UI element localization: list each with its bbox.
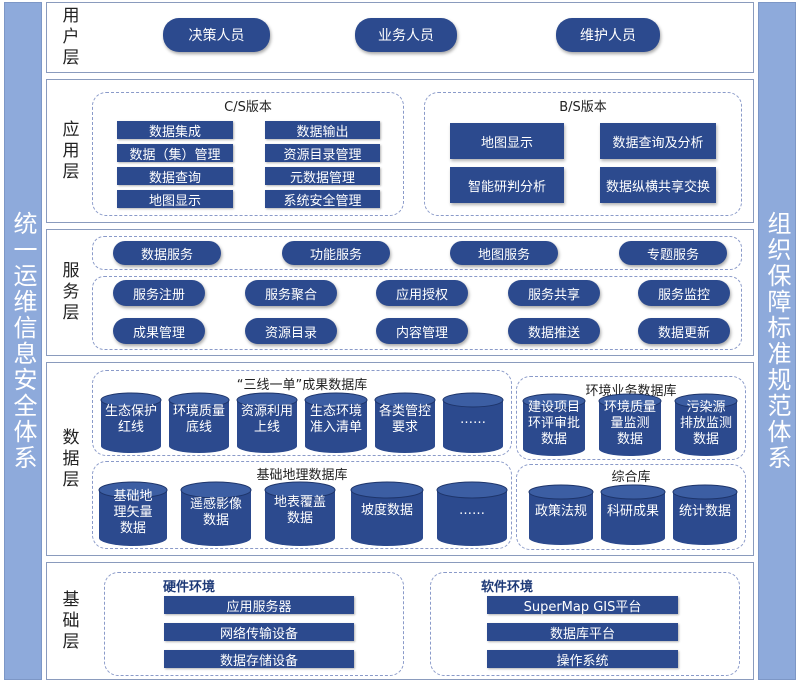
software-item: SuperMap GIS平台 xyxy=(487,596,678,615)
service-row2-item: 服务共享 xyxy=(508,280,600,306)
database-cylinder: 资源利用 上线 xyxy=(236,392,298,454)
left-sidebar-label: 统一运维信息安全体系 xyxy=(9,211,37,471)
service-row3-item: 数据推送 xyxy=(508,318,600,344)
database-cylinder: 地表覆盖 数据 xyxy=(264,481,336,547)
cylinder-label: 资源利用 上线 xyxy=(240,404,293,435)
service-row2-item: 服务聚合 xyxy=(245,280,337,306)
service-row2-item: 服务监控 xyxy=(638,280,730,306)
right-sidebar-label: 组织保障标准规范体系 xyxy=(763,211,791,471)
cylinder-label: 环境质量 量监测 数据 xyxy=(603,400,656,447)
database-cylinder: …… xyxy=(436,481,508,547)
env-db-title: 环境业务数据库 xyxy=(585,384,677,399)
cylinder-label: 科研成果 xyxy=(606,504,659,519)
hardware-item: 数据存储设备 xyxy=(164,650,354,669)
service-row3-item: 成果管理 xyxy=(113,318,205,344)
cs-item: 资源目录管理 xyxy=(265,144,380,163)
zonghe-db-title: 综合库 xyxy=(611,470,651,485)
cs-item: 数据输出 xyxy=(265,121,380,140)
cs-item: 数据集成 xyxy=(117,121,233,140)
database-cylinder: 环境质量 量监测 数据 xyxy=(598,393,662,457)
cylinder-label: 统计数据 xyxy=(678,504,731,519)
sanxian-db-group xyxy=(92,370,512,456)
bs-item: 地图显示 xyxy=(450,123,564,159)
cylinder-label: 生态保护 红线 xyxy=(104,404,157,435)
role-business: 业务人员 xyxy=(355,18,457,52)
cylinder-label: …… xyxy=(459,503,485,518)
bs-item: 数据纵横共享交换 xyxy=(600,167,716,203)
service-layer-title: 服务层 xyxy=(58,261,79,324)
role-decision: 决策人员 xyxy=(163,18,270,52)
software-item: 数据库平台 xyxy=(487,623,678,642)
cs-item: 地图显示 xyxy=(117,190,233,209)
cylinder-label: 生态环境 准入清单 xyxy=(309,404,362,435)
cylinder-label: 遥感影像 数据 xyxy=(189,497,242,528)
bs-version-title: B/S版本 xyxy=(559,100,607,115)
cylinder-label: 坡度数据 xyxy=(360,503,413,518)
cylinder-label: 环境质量 底线 xyxy=(172,404,225,435)
cs-item: 数据（集）管理 xyxy=(117,144,233,163)
service-row2-item: 服务注册 xyxy=(113,280,205,306)
service-row3-item: 数据更新 xyxy=(638,318,730,344)
role-maintenance: 维护人员 xyxy=(556,18,660,52)
right-sidebar: 组织保障标准规范体系 xyxy=(758,2,796,680)
hardware-item: 应用服务器 xyxy=(164,596,354,615)
service-row3-item: 资源目录 xyxy=(245,318,337,344)
hardware-title: 硬件环境 xyxy=(163,580,216,595)
bs-item: 数据查询及分析 xyxy=(600,123,716,159)
service-row1-item: 地图服务 xyxy=(450,241,558,265)
cylinder-label: 建设项目 环评审批 数据 xyxy=(527,400,580,447)
database-cylinder: 政策法规 xyxy=(528,484,594,546)
database-cylinder: 基础地 理矢量 数据 xyxy=(98,481,168,547)
software-title: 软件环境 xyxy=(481,580,534,595)
service-row1-item: 功能服务 xyxy=(282,241,390,265)
cylinder-label: 地表覆盖 数据 xyxy=(273,495,326,526)
cylinder-label: 污染源 排放监测 数据 xyxy=(679,400,732,447)
database-cylinder: 建设项目 环评审批 数据 xyxy=(522,393,586,457)
database-cylinder: 遥感影像 数据 xyxy=(180,481,252,547)
database-cylinder: 坡度数据 xyxy=(350,481,424,547)
app-layer-title: 应用层 xyxy=(58,119,79,183)
cylinder-label: …… xyxy=(460,412,486,427)
database-cylinder: …… xyxy=(442,392,504,454)
geo-db-title: 基础地理数据库 xyxy=(256,468,348,483)
cylinder-label: 各类管控 要求 xyxy=(378,404,431,435)
left-sidebar: 统一运维信息安全体系 xyxy=(4,2,42,680)
sanxian-db-title: “三线一单”成果数据库 xyxy=(236,378,368,393)
database-cylinder: 各类管控 要求 xyxy=(374,392,436,454)
cylinder-label: 政策法规 xyxy=(534,504,587,519)
data-layer-title: 数据层 xyxy=(58,427,79,491)
user-layer-title: 用户层 xyxy=(58,6,79,69)
service-row3-item: 内容管理 xyxy=(376,318,468,344)
service-row1-item: 专题服务 xyxy=(619,241,727,265)
database-cylinder: 生态环境 准入清单 xyxy=(304,392,368,454)
cs-item: 系统安全管理 xyxy=(265,190,380,209)
bs-item: 智能研判分析 xyxy=(450,167,564,203)
database-cylinder: 科研成果 xyxy=(600,484,666,546)
cs-item: 数据查询 xyxy=(117,167,233,186)
database-cylinder: 统计数据 xyxy=(672,484,738,546)
database-cylinder: 环境质量 底线 xyxy=(168,392,230,454)
software-item: 操作系统 xyxy=(487,650,678,669)
hardware-item: 网络传输设备 xyxy=(164,623,354,642)
base-layer-title: 基础层 xyxy=(58,589,79,653)
database-cylinder: 污染源 排放监测 数据 xyxy=(674,393,738,457)
cs-version-title: C/S版本 xyxy=(224,100,272,115)
service-row1-item: 数据服务 xyxy=(113,241,221,265)
cs-item: 元数据管理 xyxy=(265,167,380,186)
cylinder-label: 基础地 理矢量 数据 xyxy=(113,489,153,536)
service-row2-item: 应用授权 xyxy=(376,280,468,306)
database-cylinder: 生态保护 红线 xyxy=(100,392,162,454)
